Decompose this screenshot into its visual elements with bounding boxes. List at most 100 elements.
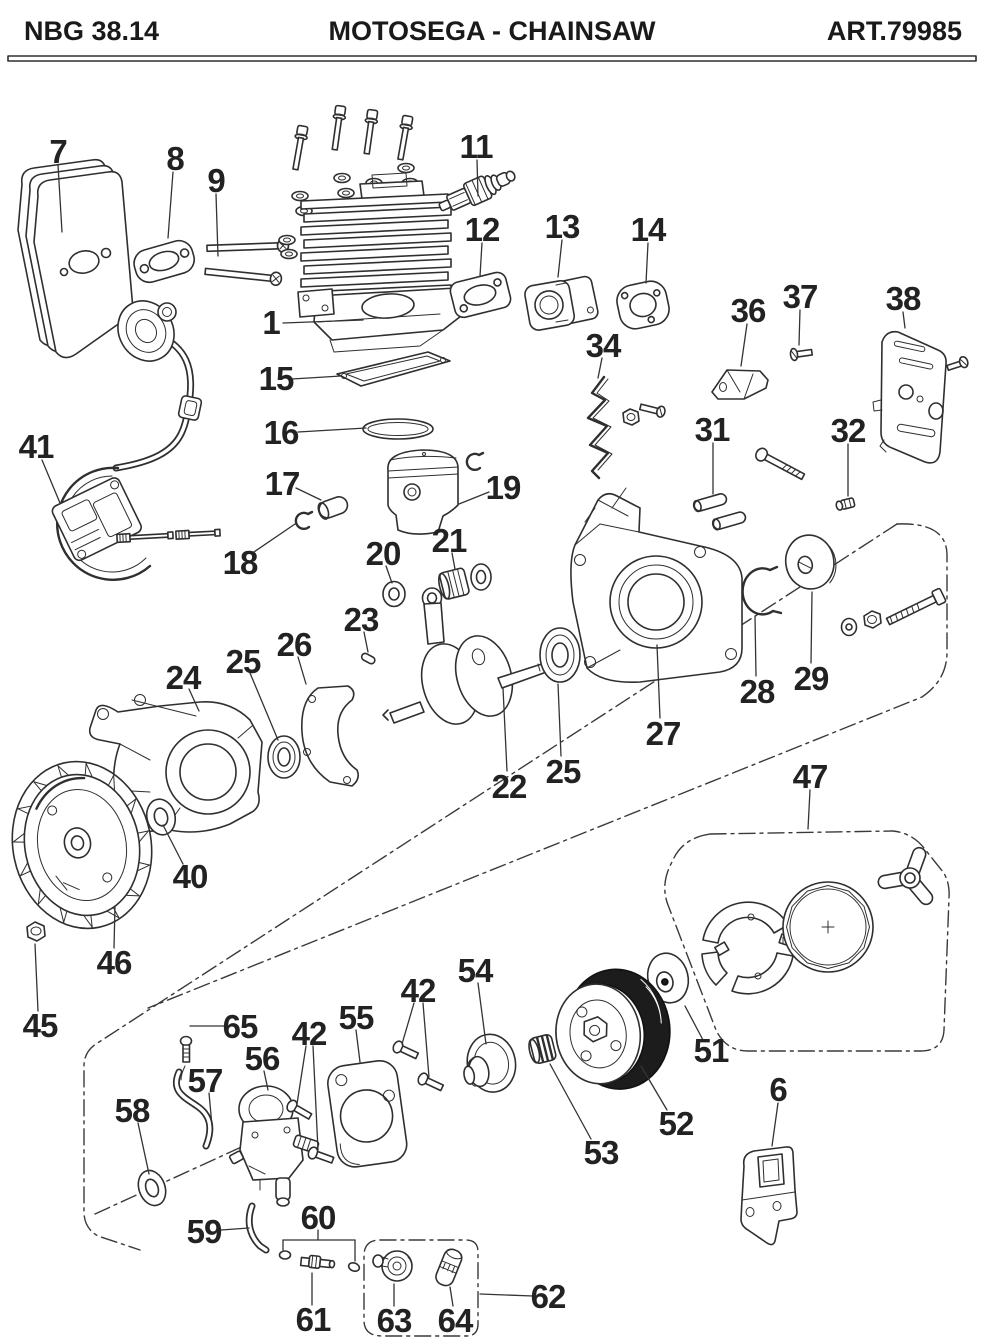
leader-line-51 (684, 1005, 704, 1041)
part-label-65: 65 (223, 1008, 258, 1045)
leader-line-38 (902, 311, 906, 329)
leader-line-24 (188, 688, 200, 712)
doc-art-number: ART.79985 (827, 16, 962, 46)
part-label-59: 59 (187, 1213, 222, 1250)
part-clutch-drum-ring (782, 881, 874, 973)
part-label-23: 23 (344, 601, 379, 638)
part-flywheel (11, 760, 153, 930)
part-oring-kit-60 (278, 1250, 361, 1273)
leader-line-21 (451, 552, 456, 570)
part-label-41: 41 (19, 428, 54, 465)
part-label-13: 13 (545, 208, 580, 245)
part-label-37: 37 (783, 278, 818, 315)
part-label-62: 62 (531, 1278, 566, 1315)
part-clutch-drum (555, 968, 671, 1090)
kit-box-62 (363, 1239, 479, 1337)
part-label-58: 58 (115, 1092, 150, 1129)
part-carb-gasket-14 (616, 280, 670, 330)
part-label-18: 18 (223, 544, 258, 581)
part-washer-20 (382, 580, 406, 608)
part-plug-cap-top-inner (162, 307, 172, 317)
part-label-45: 45 (23, 1007, 58, 1044)
part-chain-guard-plate (872, 330, 947, 464)
part-label-22: 22 (492, 768, 527, 805)
part-label-24: 24 (166, 659, 202, 696)
part-woodruff-key (360, 652, 376, 665)
leader-line-17 (295, 487, 322, 501)
part-label-28: 28 (740, 673, 775, 710)
leader-line-20 (385, 565, 393, 584)
part-bearing-25-left (267, 735, 301, 779)
header-rule (7, 55, 977, 62)
leader-line-23 (363, 631, 369, 653)
part-label-11: 11 (460, 128, 494, 165)
part-label-61: 61 (296, 1301, 331, 1338)
part-label-52: 52 (659, 1105, 694, 1142)
leader-line-29 (810, 591, 813, 664)
part-label-21: 21 (432, 522, 467, 559)
part-label-29: 29 (794, 660, 829, 697)
part-piston-ring (362, 418, 434, 440)
part-label-34: 34 (586, 327, 622, 364)
part-oil-pump-worm-54 (463, 1033, 517, 1093)
part-label-60: 60 (301, 1199, 336, 1236)
part-circlip-right (465, 451, 485, 472)
part-label-38: 38 (886, 280, 921, 317)
part-exhaust-gasket (449, 271, 512, 319)
part-oil-hose-57 (172, 1068, 214, 1150)
leader-line-22 (502, 687, 508, 772)
part-pump-gasket-55 (327, 1059, 408, 1168)
part-label-63: 63 (377, 1302, 412, 1339)
kit-box-47 (664, 830, 950, 1052)
part-screw-65 (179, 1035, 193, 1081)
part-muffler-gasket (133, 239, 196, 284)
part-label-1: 1 (262, 304, 280, 341)
part-label-32: 32 (831, 412, 866, 449)
leader-line-59 (220, 1227, 250, 1231)
part-label-53: 53 (584, 1134, 619, 1171)
leader-line-52 (640, 1065, 668, 1111)
part-bar-bolt-kit (840, 587, 947, 637)
part-label-8: 8 (166, 140, 184, 177)
part-plug-wire (112, 332, 203, 472)
part-base-gasket (336, 351, 451, 387)
leader-line-37 (798, 309, 801, 346)
leader-line-25a (249, 672, 279, 741)
leader-line-36 (740, 323, 748, 367)
part-oil-pump-56 (228, 1085, 320, 1207)
part-flywheel-nut (26, 921, 46, 942)
part-bracket-36 (711, 369, 769, 400)
part-label-25b: 25 (546, 753, 581, 790)
part-label-15: 15 (259, 360, 294, 397)
leader-line-45 (34, 943, 39, 1012)
part-clutch-shoes (701, 901, 796, 995)
leader-line-15 (291, 375, 342, 380)
part-bearing-25-right (539, 627, 581, 683)
leader-line-64 (449, 1286, 454, 1307)
part-coil-screws (116, 528, 221, 544)
leader-line-12 (479, 242, 483, 277)
leader-line-6 (771, 1102, 779, 1147)
part-leaf-spring-34 (586, 375, 613, 480)
part-crankshaft (382, 587, 553, 725)
part-washer-29 (784, 534, 837, 590)
part-clutch-spider (877, 846, 934, 906)
part-needle-cage-53 (528, 1033, 557, 1065)
part-filter-64 (435, 1248, 463, 1287)
kit-boundaries (83, 523, 950, 1337)
part-label-36: 36 (731, 292, 766, 329)
cylinder-fins (300, 193, 452, 301)
leader-line-1 (282, 319, 364, 324)
part-label-26: 26 (277, 626, 312, 663)
leader-line-13 (557, 239, 563, 278)
part-label-6: 6 (769, 1071, 787, 1108)
part-plug-cap-top (157, 302, 177, 322)
part-needle-bearing (438, 563, 492, 600)
part-ignition-coil (51, 466, 152, 581)
part-label-20: 20 (366, 535, 401, 572)
leader-line-8 (167, 171, 174, 239)
part-crankcase-gasket-26 (301, 685, 359, 787)
leader-line-56 (263, 1070, 269, 1091)
part-washer-51 (646, 952, 690, 1004)
